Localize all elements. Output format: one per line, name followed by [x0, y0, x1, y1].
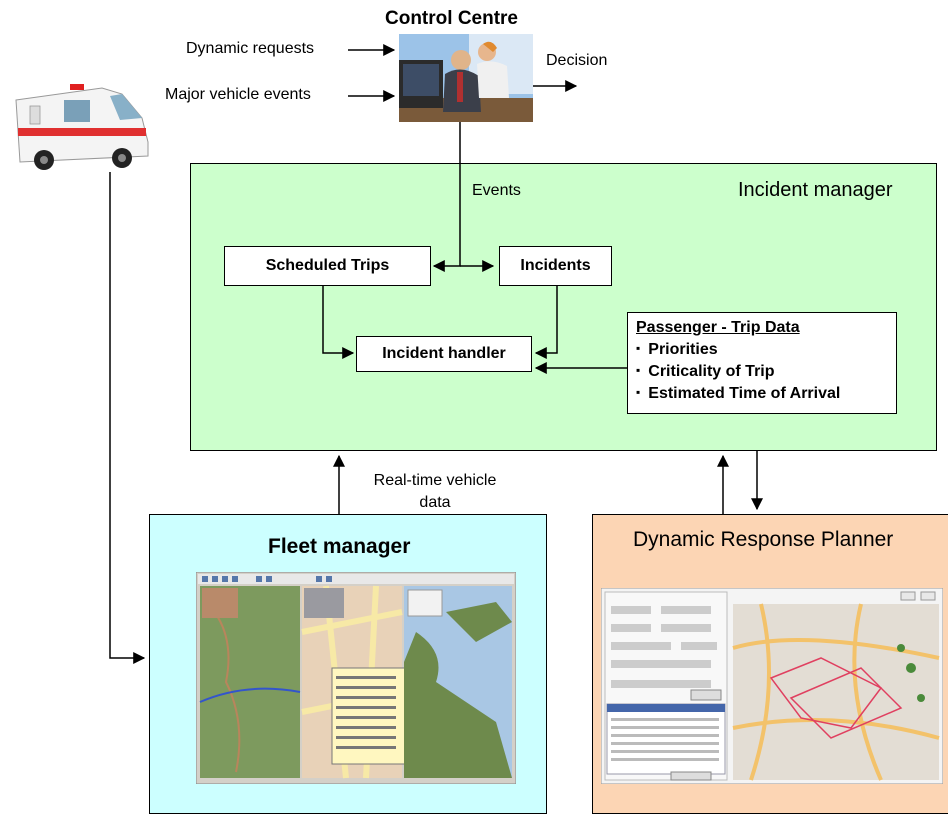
- ptd-item-criticality: Criticality of Trip: [636, 361, 888, 383]
- ptd-item-eta: Estimated Time of Arrival: [636, 383, 888, 405]
- passenger-trip-data-list: Priorities Criticality of Trip Estimated…: [636, 339, 888, 405]
- real-time-vehicle-data-label: Real-time vehicle data: [373, 472, 497, 511]
- dynamic-response-planner-title: Dynamic Response Planner: [633, 528, 894, 551]
- ptd-item-priorities: Priorities: [636, 339, 888, 361]
- arrow-trips-to-handler: [322, 286, 355, 359]
- fleet-manager-screenshot: [196, 572, 516, 784]
- input-label-major-vehicle-events: Major vehicle events: [165, 86, 311, 103]
- ambulance-image: [15, 84, 149, 170]
- output-label-decision: Decision: [546, 52, 608, 69]
- scheduled-trips-box: Scheduled Trips: [224, 246, 431, 286]
- events-label: Events: [472, 182, 521, 199]
- control-centre-image: [399, 34, 533, 122]
- fleet-manager-title: Fleet manager: [268, 535, 411, 558]
- line-events: [447, 122, 461, 267]
- passenger-trip-data-box: Passenger - Trip Data Priorities Critica…: [627, 312, 897, 414]
- control-centre-title: Control Centre: [385, 8, 518, 29]
- arrow-ambulance-to-fleet: [109, 172, 146, 664]
- incidents-box: Incidents: [499, 246, 612, 286]
- arrow-incidents-to-handler: [534, 286, 558, 359]
- planner-screenshot: [601, 588, 943, 784]
- input-label-dynamic-requests: Dynamic requests: [186, 40, 315, 57]
- incident-manager-title: Incident manager: [738, 179, 893, 201]
- incident-handler-box: Incident handler: [356, 336, 532, 372]
- passenger-trip-data-heading: Passenger - Trip Data: [636, 319, 800, 336]
